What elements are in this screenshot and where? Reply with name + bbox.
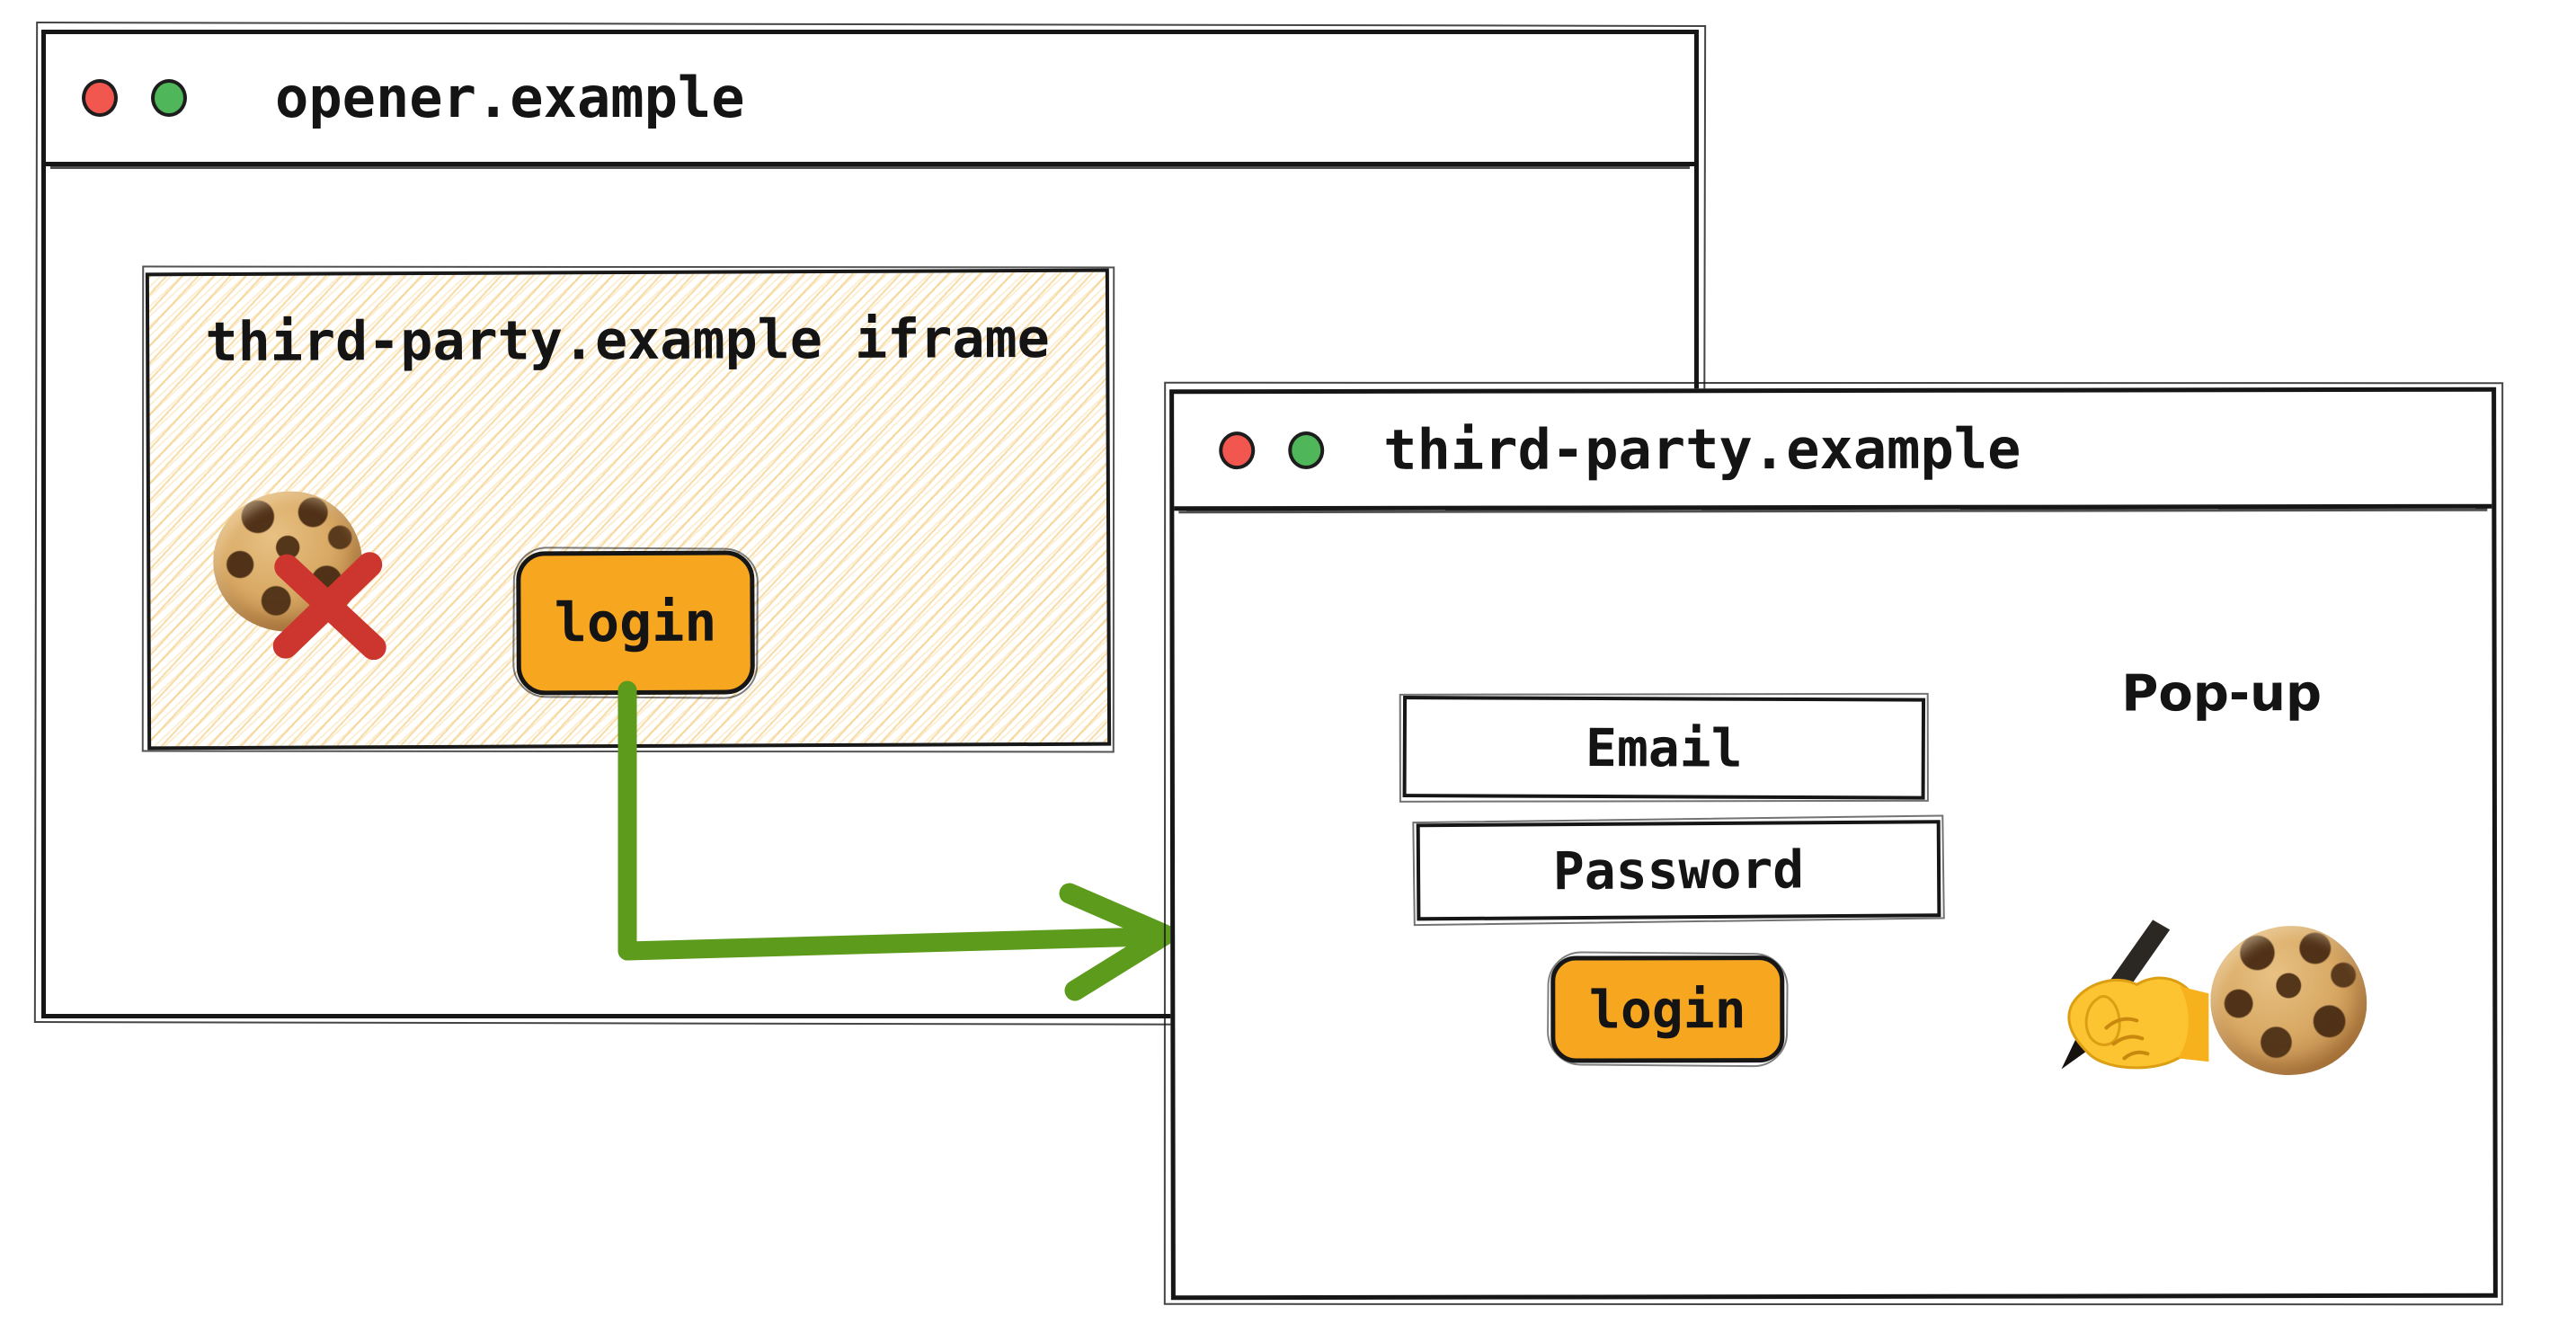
writing-hand-icon bbox=[2061, 920, 2209, 1070]
opener-window-title: opener.example bbox=[275, 65, 745, 130]
iframe-caption: third-party.example iframe bbox=[205, 307, 1050, 375]
popup-titlebar: third-party.example bbox=[1174, 391, 2492, 511]
popup-content: Email Password login Pop-up bbox=[1174, 509, 2492, 1076]
popup-window: third-party.example Email Password login… bbox=[1169, 387, 2498, 1301]
iframe-login-button[interactable]: login bbox=[516, 550, 755, 696]
third-party-iframe: third-party.example iframe login bbox=[145, 268, 1112, 751]
opener-titlebar: opener.example bbox=[46, 34, 1694, 166]
password-field[interactable]: Password bbox=[1416, 820, 1941, 921]
popup-label: Pop-up bbox=[2121, 664, 2323, 724]
popup-login-button[interactable]: login bbox=[1550, 955, 1785, 1063]
email-field[interactable]: Email bbox=[1402, 696, 1926, 800]
close-traffic-light-icon[interactable] bbox=[1219, 431, 1256, 469]
minimize-traffic-light-icon[interactable] bbox=[151, 79, 187, 117]
close-traffic-light-icon[interactable] bbox=[82, 79, 118, 117]
login-flow-arrow bbox=[617, 680, 1176, 1001]
popup-window-title: third-party.example bbox=[1383, 415, 2021, 483]
cookie-icon bbox=[2210, 925, 2367, 1076]
red-cross-icon bbox=[272, 552, 386, 661]
minimize-traffic-light-icon[interactable] bbox=[1288, 431, 1325, 469]
